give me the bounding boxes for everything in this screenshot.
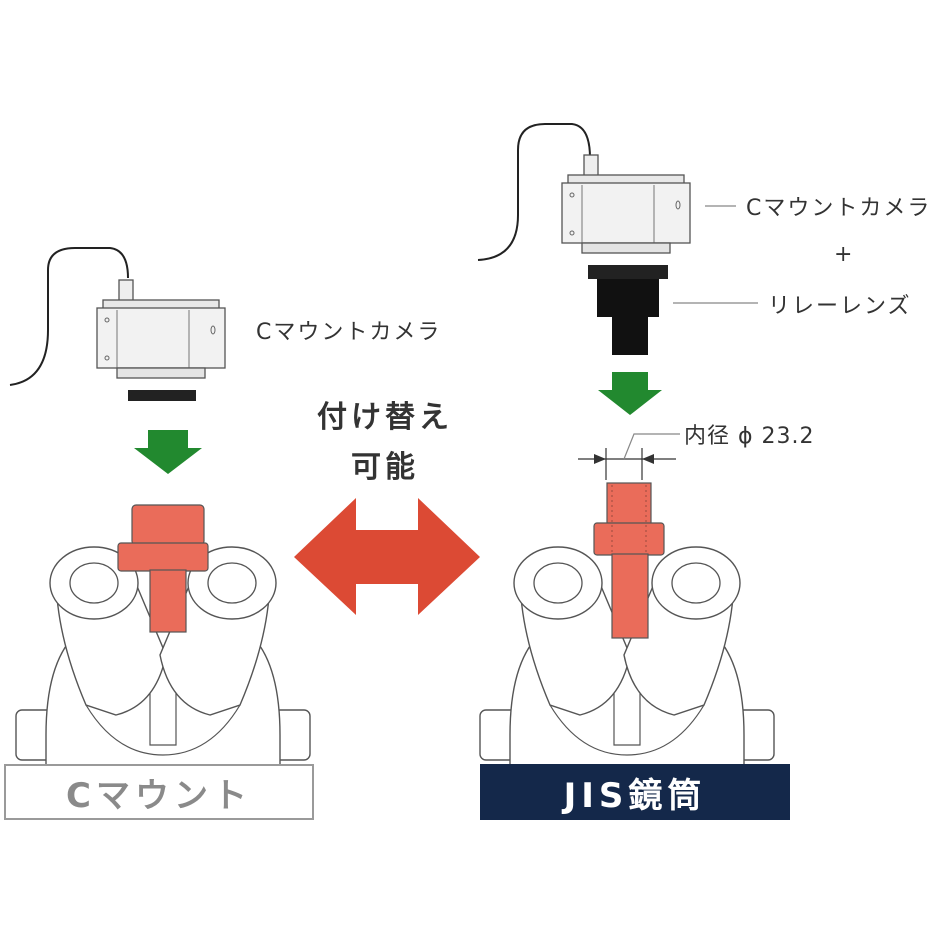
left-camera-label: Cマウントカメラ (256, 320, 442, 345)
left-green-arrow (134, 430, 202, 474)
relay-lens-label: リレーレンズ (768, 294, 912, 319)
c-mount-plate-text: Cマウント (66, 775, 252, 816)
plus-sign: + (834, 242, 855, 267)
inner-diameter-label: 内径 ϕ 23.2 (684, 424, 815, 449)
left-c-mount-adapter (117, 504, 209, 633)
left-camera-lens-base (128, 390, 196, 401)
interchange-double-arrow (294, 498, 480, 615)
right-camera-label: Cマウントカメラ (746, 196, 932, 221)
jis-tube-plate: JIS鏡筒 (480, 764, 790, 820)
right-jis-adapter (593, 482, 665, 639)
interchangeable-line2: 可能 (351, 450, 419, 485)
left-camera (96, 279, 226, 379)
left-camera-cable (9, 247, 129, 386)
c-mount-plate: Cマウント (4, 764, 314, 820)
right-camera (561, 154, 691, 254)
jis-tube-plate-text: JIS鏡筒 (563, 775, 707, 816)
interchangeable-line1: 付け替え (317, 400, 453, 435)
relay-lens (588, 265, 668, 355)
right-camera-cable (477, 123, 591, 261)
diameter-dimension (578, 433, 680, 480)
right-green-arrow (598, 372, 662, 415)
